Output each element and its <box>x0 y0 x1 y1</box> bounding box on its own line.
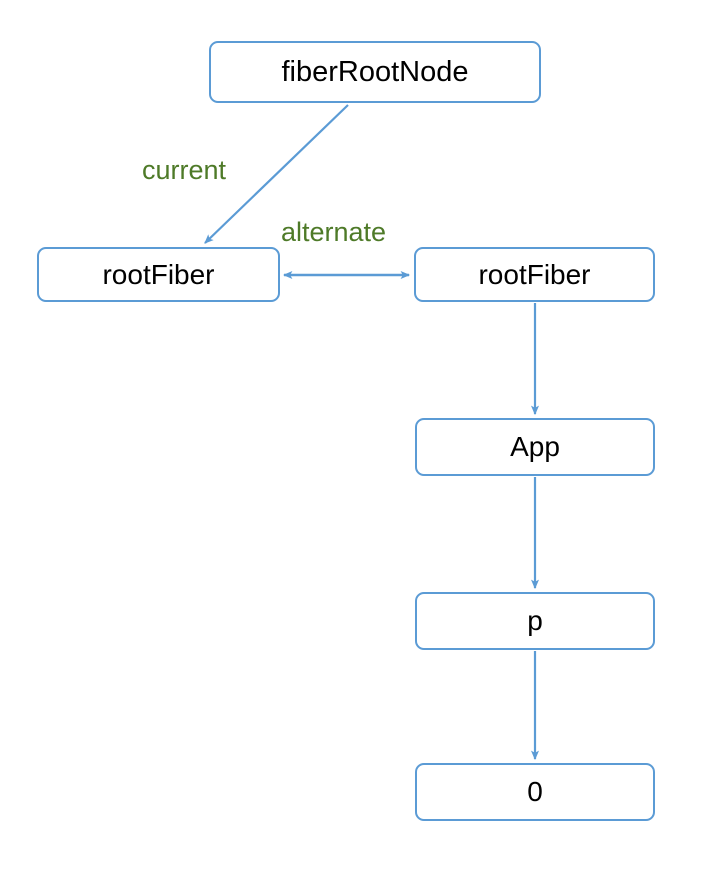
node-app-label: App <box>510 431 560 462</box>
edge-label-current: current <box>142 155 227 185</box>
node-rootfiber-current[interactable]: rootFiber <box>37 247 280 302</box>
node-rootfiber-alternate[interactable]: rootFiber <box>414 247 655 302</box>
edge-label-alternate: alternate <box>281 217 387 247</box>
node-zero[interactable]: 0 <box>415 763 655 821</box>
node-zero-label: 0 <box>527 776 543 807</box>
node-fiberrootnode[interactable]: fiberRootNode <box>209 41 541 103</box>
node-app[interactable]: App <box>415 418 655 476</box>
node-rootfiber-alternate-label: rootFiber <box>478 258 591 290</box>
node-p[interactable]: p <box>415 592 655 650</box>
node-rootfiber-current-label: rootFiber <box>102 258 215 290</box>
node-p-label: p <box>527 605 543 636</box>
node-fiberrootnode-label: fiberRootNode <box>281 55 469 88</box>
